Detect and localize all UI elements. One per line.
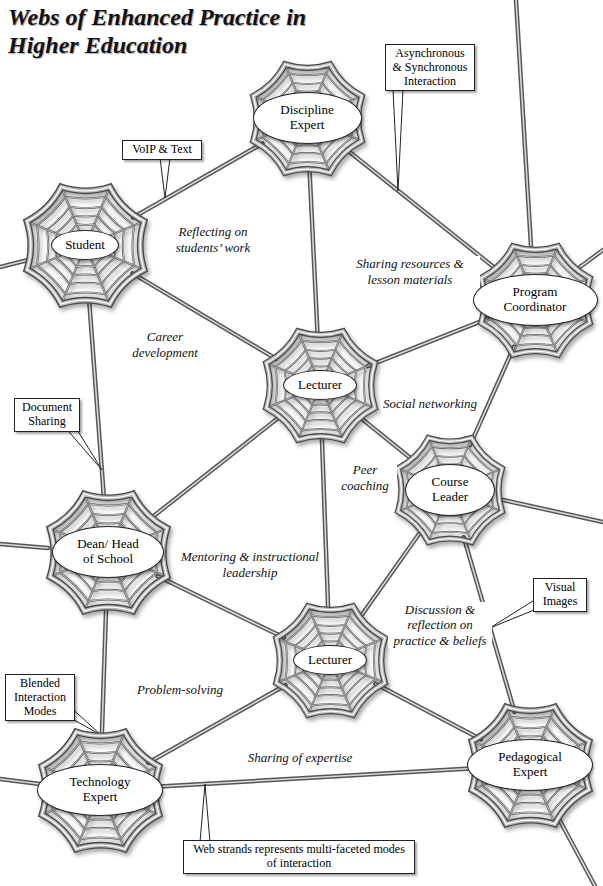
web-node: Pedagogical Expert <box>463 698 598 833</box>
web-strand <box>158 576 284 637</box>
callout-box: Web strands represents multi-faceted mod… <box>183 840 415 874</box>
web-strand <box>368 319 488 366</box>
node-oval: Lecturer <box>283 370 357 400</box>
node-label: Dean/ Head of School <box>73 537 143 567</box>
callout-text: Document Sharing <box>19 401 75 429</box>
web-strand <box>322 436 328 609</box>
web-strand <box>155 768 474 787</box>
region-label: Problem-solving <box>135 682 225 698</box>
callout-tail <box>393 89 403 191</box>
web-node: Lecturer <box>268 598 393 723</box>
region-label: Discussion & reflection on practice & be… <box>388 602 492 649</box>
callout-tail <box>160 158 170 198</box>
region-label: Career development <box>123 329 207 360</box>
callout-text: Visual Images <box>538 581 582 609</box>
node-label: Program Coordinator <box>495 285 575 315</box>
node-oval: Dean/ Head of School <box>52 526 164 578</box>
node-oval: Course Leader <box>405 464 495 516</box>
web-strand <box>102 607 106 734</box>
node-label: Course Leader <box>423 475 478 505</box>
callout-tail <box>490 600 535 628</box>
callout-box: Visual Images <box>533 578 587 612</box>
callout-box: Asynchronous & Synchronous Interaction <box>385 44 475 91</box>
callout-box: Document Sharing <box>14 398 80 432</box>
diagram-title: Webs of Enhanced Practice in Higher Educ… <box>8 4 308 59</box>
region-label: Reflecting on students’ work <box>161 224 265 255</box>
node-oval: Lecturer <box>293 645 367 675</box>
node-label: Student <box>65 238 105 253</box>
web-node: Course Leader <box>390 430 510 550</box>
callout-text: Blended Interaction Modes <box>10 677 70 718</box>
node-oval: Student <box>51 230 119 260</box>
node-label: Technology Expert <box>60 775 140 805</box>
web-node: Lecturer <box>258 323 383 448</box>
node-oval: Technology Expert <box>37 764 163 816</box>
region-label: Peer coaching <box>333 462 397 493</box>
web-strand <box>89 300 104 497</box>
callout-text: Web strands represents multi-faceted mod… <box>188 843 410 871</box>
web-node: Discipline Expert <box>245 56 370 181</box>
node-oval: Discipline Expert <box>253 92 362 144</box>
region-label: Mentoring & instructional leadership <box>178 549 322 580</box>
web-strand <box>151 417 279 518</box>
callout-text: Asynchronous & Synchronous Interaction <box>390 47 470 88</box>
web-strand <box>309 169 317 334</box>
web-strand <box>347 150 495 268</box>
node-label: Lecturer <box>298 378 342 393</box>
region-label: Sharing resources & lesson materials <box>341 256 480 287</box>
callout-box: Blended Interaction Modes <box>5 674 75 721</box>
callout-tail <box>200 784 210 842</box>
node-label: Lecturer <box>308 653 352 668</box>
region-label: Social networking <box>381 396 479 412</box>
node-label: Discipline Expert <box>273 103 341 133</box>
region-label: Sharing of expertise <box>246 750 355 766</box>
callout-text: VoIP & Text <box>127 143 197 157</box>
web-node: Technology Expert <box>33 723 168 858</box>
web-node: Student <box>18 178 153 313</box>
node-oval: Pedagogical Expert <box>467 739 593 791</box>
node-oval: Program Coordinator <box>473 274 598 326</box>
web-node: Program Coordinator <box>473 238 598 363</box>
web-strand <box>360 417 412 459</box>
web-node: Dean/ Head of School <box>41 485 176 620</box>
callout-tail <box>67 430 102 470</box>
node-label: Pedagogical Expert <box>490 750 570 780</box>
web-strand <box>375 684 481 739</box>
callout-box: VoIP & Text <box>122 140 202 160</box>
